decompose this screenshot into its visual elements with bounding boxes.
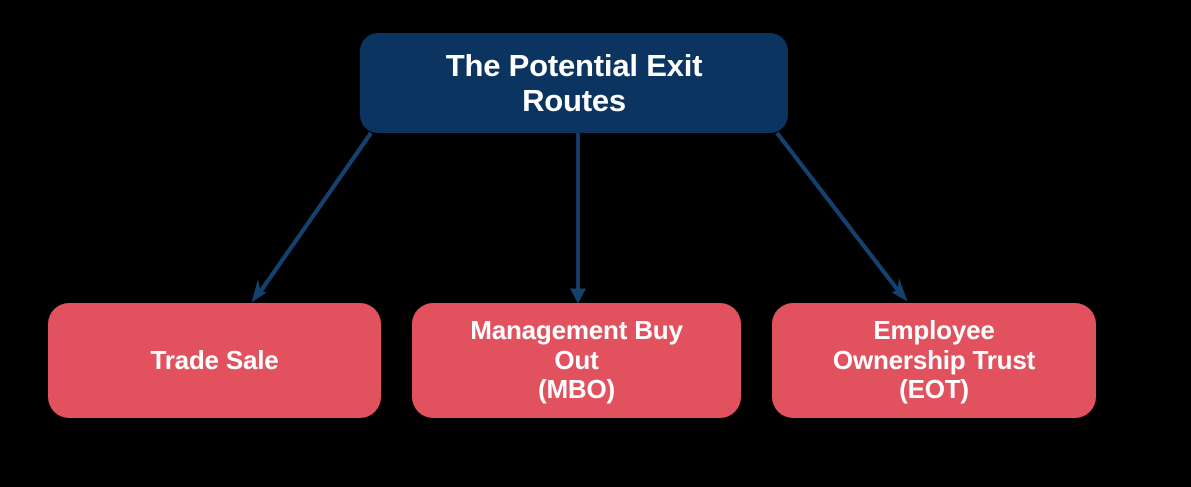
node-trade-sale-label: Trade Sale (64, 344, 365, 376)
node-management-buy-out-label: Management Buy Out (MBO) (428, 315, 725, 405)
node-mbo-label-line-1: Management Buy (470, 315, 683, 346)
node-root-label-line-1: The Potential Exit (445, 47, 703, 83)
node-employee-ownership-trust-label: Employee Ownership Trust (EOT) (788, 315, 1080, 405)
connector-root-to-mbo (570, 133, 586, 304)
node-eot-label-line-1: Employee (873, 315, 995, 346)
node-eot-label-line-3: (EOT) (899, 374, 969, 405)
node-mbo-label-line-3: (MBO) (538, 374, 615, 405)
connector-root-to-trade-sale (251, 131, 373, 303)
node-employee-ownership-trust[interactable]: Employee Ownership Trust (EOT) (772, 303, 1096, 418)
node-root-label: The Potential Exit Routes (386, 48, 762, 119)
node-mbo-label-line-2: Out (554, 344, 599, 375)
node-root-label-line-2: Routes (522, 83, 626, 118)
node-eot-label-line-2: Ownership Trust (832, 344, 1036, 375)
node-trade-sale[interactable]: Trade Sale (48, 303, 381, 418)
node-management-buy-out[interactable]: Management Buy Out (MBO) (412, 303, 741, 418)
node-root-exit-routes[interactable]: The Potential Exit Routes (360, 33, 788, 133)
node-trade-sale-label-line-1: Trade Sale (150, 344, 279, 375)
connector-root-to-eot (775, 131, 908, 302)
